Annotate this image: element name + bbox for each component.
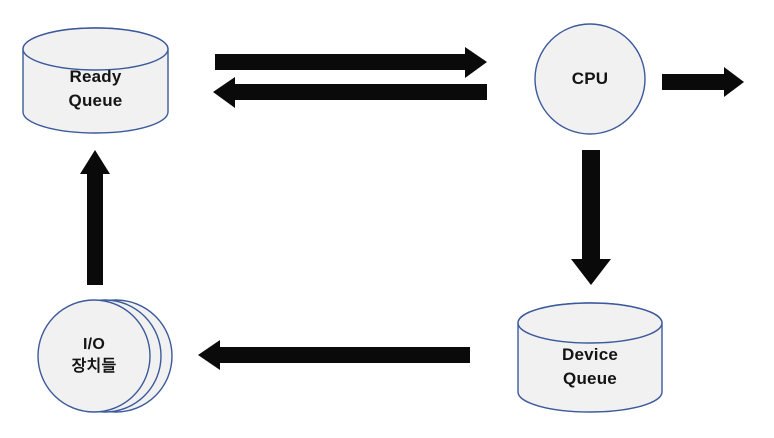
io-devices-label-line1: I/O	[83, 335, 105, 353]
device-queue-node	[517, 302, 663, 413]
ready-queue-label-line1: Ready	[69, 67, 122, 87]
ready-queue-label-line2: Queue	[68, 91, 123, 110]
arrow-ready-queue-to-cpu-icon	[215, 47, 487, 78]
io-devices-node	[37, 299, 173, 413]
cpu-label: CPU	[535, 64, 645, 94]
ready-queue-node	[22, 27, 169, 134]
arrow-cpu-to-device-queue-icon	[571, 150, 611, 285]
io-devices-label: I/O 장치들	[34, 326, 154, 386]
device-queue-label: Device Queue	[518, 336, 662, 398]
cpu-circle	[534, 23, 646, 135]
arrow-device-queue-to-io-icon	[198, 340, 470, 370]
ready-queue-cylinder-top	[22, 27, 169, 71]
arrow-cpu-to-ready-queue-icon	[213, 77, 487, 108]
cpu-node	[534, 23, 646, 135]
arrow-cpu-exit-icon	[662, 67, 744, 97]
arrow-io-to-ready-queue-icon	[80, 150, 110, 285]
device-queue-label-line1: Device	[561, 345, 619, 365]
cpu-label-line1: CPU	[571, 69, 609, 89]
device-queue-label-line2: Queue	[563, 369, 617, 388]
device-queue-cylinder-top	[517, 302, 663, 344]
io-devices-label-line2: 장치들	[71, 358, 117, 375]
io-devices-circle-front	[37, 299, 151, 413]
ready-queue-label: Ready Queue	[23, 58, 168, 120]
